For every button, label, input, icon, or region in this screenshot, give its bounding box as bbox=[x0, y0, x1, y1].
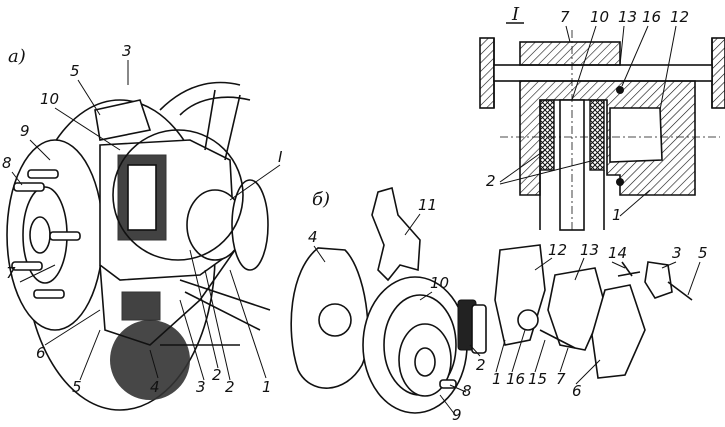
label-a-6: 6 bbox=[36, 344, 46, 362]
label-a-5b: 5 bbox=[72, 378, 82, 396]
label-a-5: 5 bbox=[70, 62, 80, 80]
detail-wall-left bbox=[479, 37, 495, 109]
label-b-12: 12 bbox=[548, 241, 567, 259]
label-b-15: 15 bbox=[528, 370, 547, 388]
detail-wall-right bbox=[711, 37, 725, 109]
label-a-10: 10 bbox=[40, 90, 59, 108]
hub-bore bbox=[414, 347, 436, 377]
label-b-8: 8 bbox=[462, 382, 472, 400]
label-d-1: 1 bbox=[612, 206, 622, 224]
shield-hub bbox=[318, 303, 352, 337]
detail-pad-right bbox=[589, 99, 605, 171]
part-11-bracket bbox=[371, 186, 421, 282]
label-b-11: 11 bbox=[418, 196, 437, 214]
label-d-7: 7 bbox=[560, 8, 570, 26]
detail-part-7 bbox=[519, 41, 621, 66]
label-b-14: 14 bbox=[608, 244, 627, 262]
label-a-2: 2 bbox=[212, 366, 222, 384]
label-b-13: 13 bbox=[580, 241, 599, 259]
label-a-3b: 3 bbox=[196, 378, 206, 396]
panel-b-letter: б) bbox=[312, 189, 330, 210]
label-b-9: 9 bbox=[452, 406, 462, 424]
panel-a-labels: а) 3 5 10 9 8 I 7 6 5 4 3 2 2 1 bbox=[2, 42, 283, 396]
detail-seal-top bbox=[616, 86, 624, 94]
part-2-pad-inner bbox=[471, 304, 487, 354]
panel-a-assembly bbox=[6, 81, 271, 411]
label-d-10: 10 bbox=[590, 8, 609, 26]
right-hub bbox=[231, 179, 269, 271]
label-a-3: 3 bbox=[122, 42, 132, 60]
detail-piston bbox=[609, 107, 663, 163]
label-a-2b: 2 bbox=[225, 378, 235, 396]
label-b-4: 4 bbox=[308, 228, 318, 246]
lower-pad bbox=[121, 291, 161, 321]
label-b-5: 5 bbox=[698, 244, 708, 262]
part-3-clip bbox=[644, 261, 673, 299]
label-b-3: 3 bbox=[672, 244, 682, 262]
detail-guide-rod bbox=[493, 64, 713, 82]
panel-b-exploded bbox=[290, 186, 693, 414]
detail-I-section bbox=[479, 30, 725, 231]
detail-circle-I bbox=[112, 129, 244, 261]
detail-pad-left bbox=[539, 99, 555, 171]
label-a-7: 7 bbox=[6, 264, 16, 282]
panel-b-labels: б) 11 4 10 12 13 14 3 5 2 8 9 1 16 15 7 … bbox=[308, 189, 708, 424]
part-15-part bbox=[539, 329, 576, 349]
label-a-8: 8 bbox=[2, 154, 12, 172]
splash-shield bbox=[99, 249, 236, 346]
label-b-1: 1 bbox=[492, 370, 502, 388]
part-6-bracket bbox=[591, 284, 646, 379]
label-a-I: I bbox=[278, 148, 283, 166]
label-b-2: 2 bbox=[476, 356, 486, 374]
label-a-9: 9 bbox=[20, 122, 30, 140]
part-13-frame bbox=[547, 267, 606, 351]
part-14-pin bbox=[617, 261, 641, 277]
label-d-2: 2 bbox=[486, 172, 496, 190]
label-d-12: 12 bbox=[670, 8, 689, 26]
detail-seal-bottom bbox=[616, 178, 624, 186]
hub-center bbox=[29, 216, 51, 254]
wheel-studs bbox=[11, 169, 81, 299]
brake-hoses bbox=[159, 81, 251, 161]
caliper-inner bbox=[127, 164, 157, 231]
part-16-piston bbox=[517, 309, 539, 331]
detail-letter: I bbox=[511, 4, 520, 25]
label-b-6: 6 bbox=[572, 382, 582, 400]
label-a-1: 1 bbox=[262, 378, 272, 396]
caliper-top bbox=[94, 99, 152, 141]
label-b-16: 16 bbox=[506, 370, 525, 388]
label-d-13: 13 bbox=[618, 8, 637, 26]
label-d-16: 16 bbox=[642, 8, 661, 26]
label-a-4: 4 bbox=[150, 378, 160, 396]
part-5-bolt bbox=[667, 281, 693, 301]
disc-shadow bbox=[110, 320, 190, 400]
label-b-10: 10 bbox=[430, 274, 449, 292]
panel-a-letter: а) bbox=[8, 46, 26, 67]
detail-I-labels: I 7 10 13 16 12 2 1 bbox=[486, 4, 689, 224]
label-b-7: 7 bbox=[556, 370, 566, 388]
part-12-caliper bbox=[494, 244, 546, 346]
